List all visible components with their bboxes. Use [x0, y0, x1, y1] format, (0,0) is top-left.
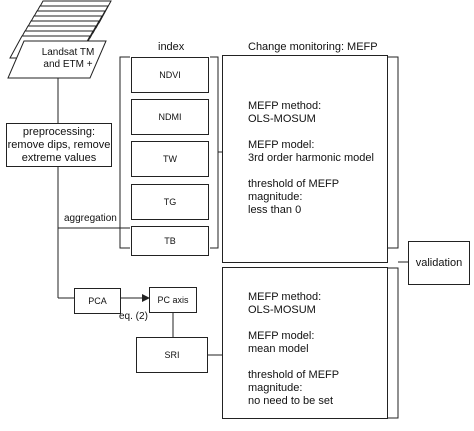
validation-box: validation — [408, 241, 470, 285]
mefp-bottom-model-label: MEFP model: — [248, 330, 315, 342]
bottom-mefp-right-bracket — [387, 267, 399, 419]
index-label-ndmi: NDMI — [158, 112, 182, 122]
mefp-top-method-value: OLS-MOSUM — [248, 113, 316, 125]
index-label-tg: TG — [163, 197, 177, 207]
sri-label: SRI — [164, 350, 180, 360]
top-mefp-right-bracket — [387, 56, 399, 249]
mefp-bottom-method-label: MEFP method: — [248, 291, 322, 303]
index-right-bracket — [210, 56, 219, 249]
mefp-top-box: MEFP method: OLS-MOSUM MEFP model: 3rd o… — [222, 55, 388, 263]
mefp-bottom-box: MEFP method: OLS-MOSUM MEFP model: mean … — [222, 267, 388, 419]
document-stack-icon — [7, 0, 112, 79]
mefp-top-threshold-label2: magnitude: — [248, 191, 303, 203]
mefp-bottom-threshold-label: threshold of MEFP — [248, 369, 340, 381]
index-label-ndvi: NDVI — [159, 70, 181, 80]
landsat-stack: Landsat TM and ETM + — [0, 0, 120, 80]
pc-axis-label: PC axis — [157, 295, 189, 305]
index-box-tb: TB — [131, 226, 209, 256]
landsat-label: Landsat TM and ETM + — [36, 47, 100, 71]
landsat-label-line1: Landsat TM — [41, 47, 95, 58]
preprocessing-line3: extreme values — [21, 151, 97, 164]
landsat-label-line2: and ETM + — [43, 59, 93, 70]
pca-label: PCA — [88, 296, 107, 306]
validation-label: validation — [415, 257, 463, 269]
preprocessing-line1: preprocessing: — [22, 125, 96, 138]
preprocessing-line2: remove dips, remove — [7, 138, 111, 151]
pc-axis-box: PC axis — [149, 287, 197, 313]
pca-box: PCA — [74, 288, 121, 314]
aggregation-label: aggregation — [64, 213, 117, 224]
mefp-bottom-threshold-label2: magnitude: — [248, 382, 303, 394]
mefp-top-model-label: MEFP model: — [248, 139, 315, 151]
index-left-bracket — [119, 56, 130, 249]
index-box-tg: TG — [131, 184, 209, 220]
mefp-bottom-threshold-value: no need to be set — [248, 395, 334, 407]
index-header: index — [158, 41, 185, 53]
mefp-bottom-method-value: OLS-MOSUM — [248, 304, 316, 316]
mefp-top-method-label: MEFP method: — [248, 100, 322, 112]
index-box-ndvi: NDVI — [131, 57, 209, 93]
sri-box: SRI — [136, 337, 208, 373]
index-box-ndmi: NDMI — [131, 99, 209, 135]
change-monitoring-header: Change monitoring: MEFP — [248, 41, 378, 53]
index-box-tw: TW — [131, 141, 209, 177]
preprocessing-box: preprocessing: remove dips, remove extre… — [6, 123, 112, 167]
index-label-tw: TW — [163, 154, 177, 164]
mefp-bottom-model-value: mean model — [248, 343, 309, 355]
mefp-top-threshold-value: less than 0 — [248, 204, 302, 216]
index-label-tb: TB — [164, 236, 176, 246]
mefp-top-model-value: 3rd order harmonic model — [248, 152, 374, 164]
mefp-top-threshold-label: threshold of MEFP — [248, 178, 340, 190]
equation-label: eq. (2) — [119, 311, 148, 322]
